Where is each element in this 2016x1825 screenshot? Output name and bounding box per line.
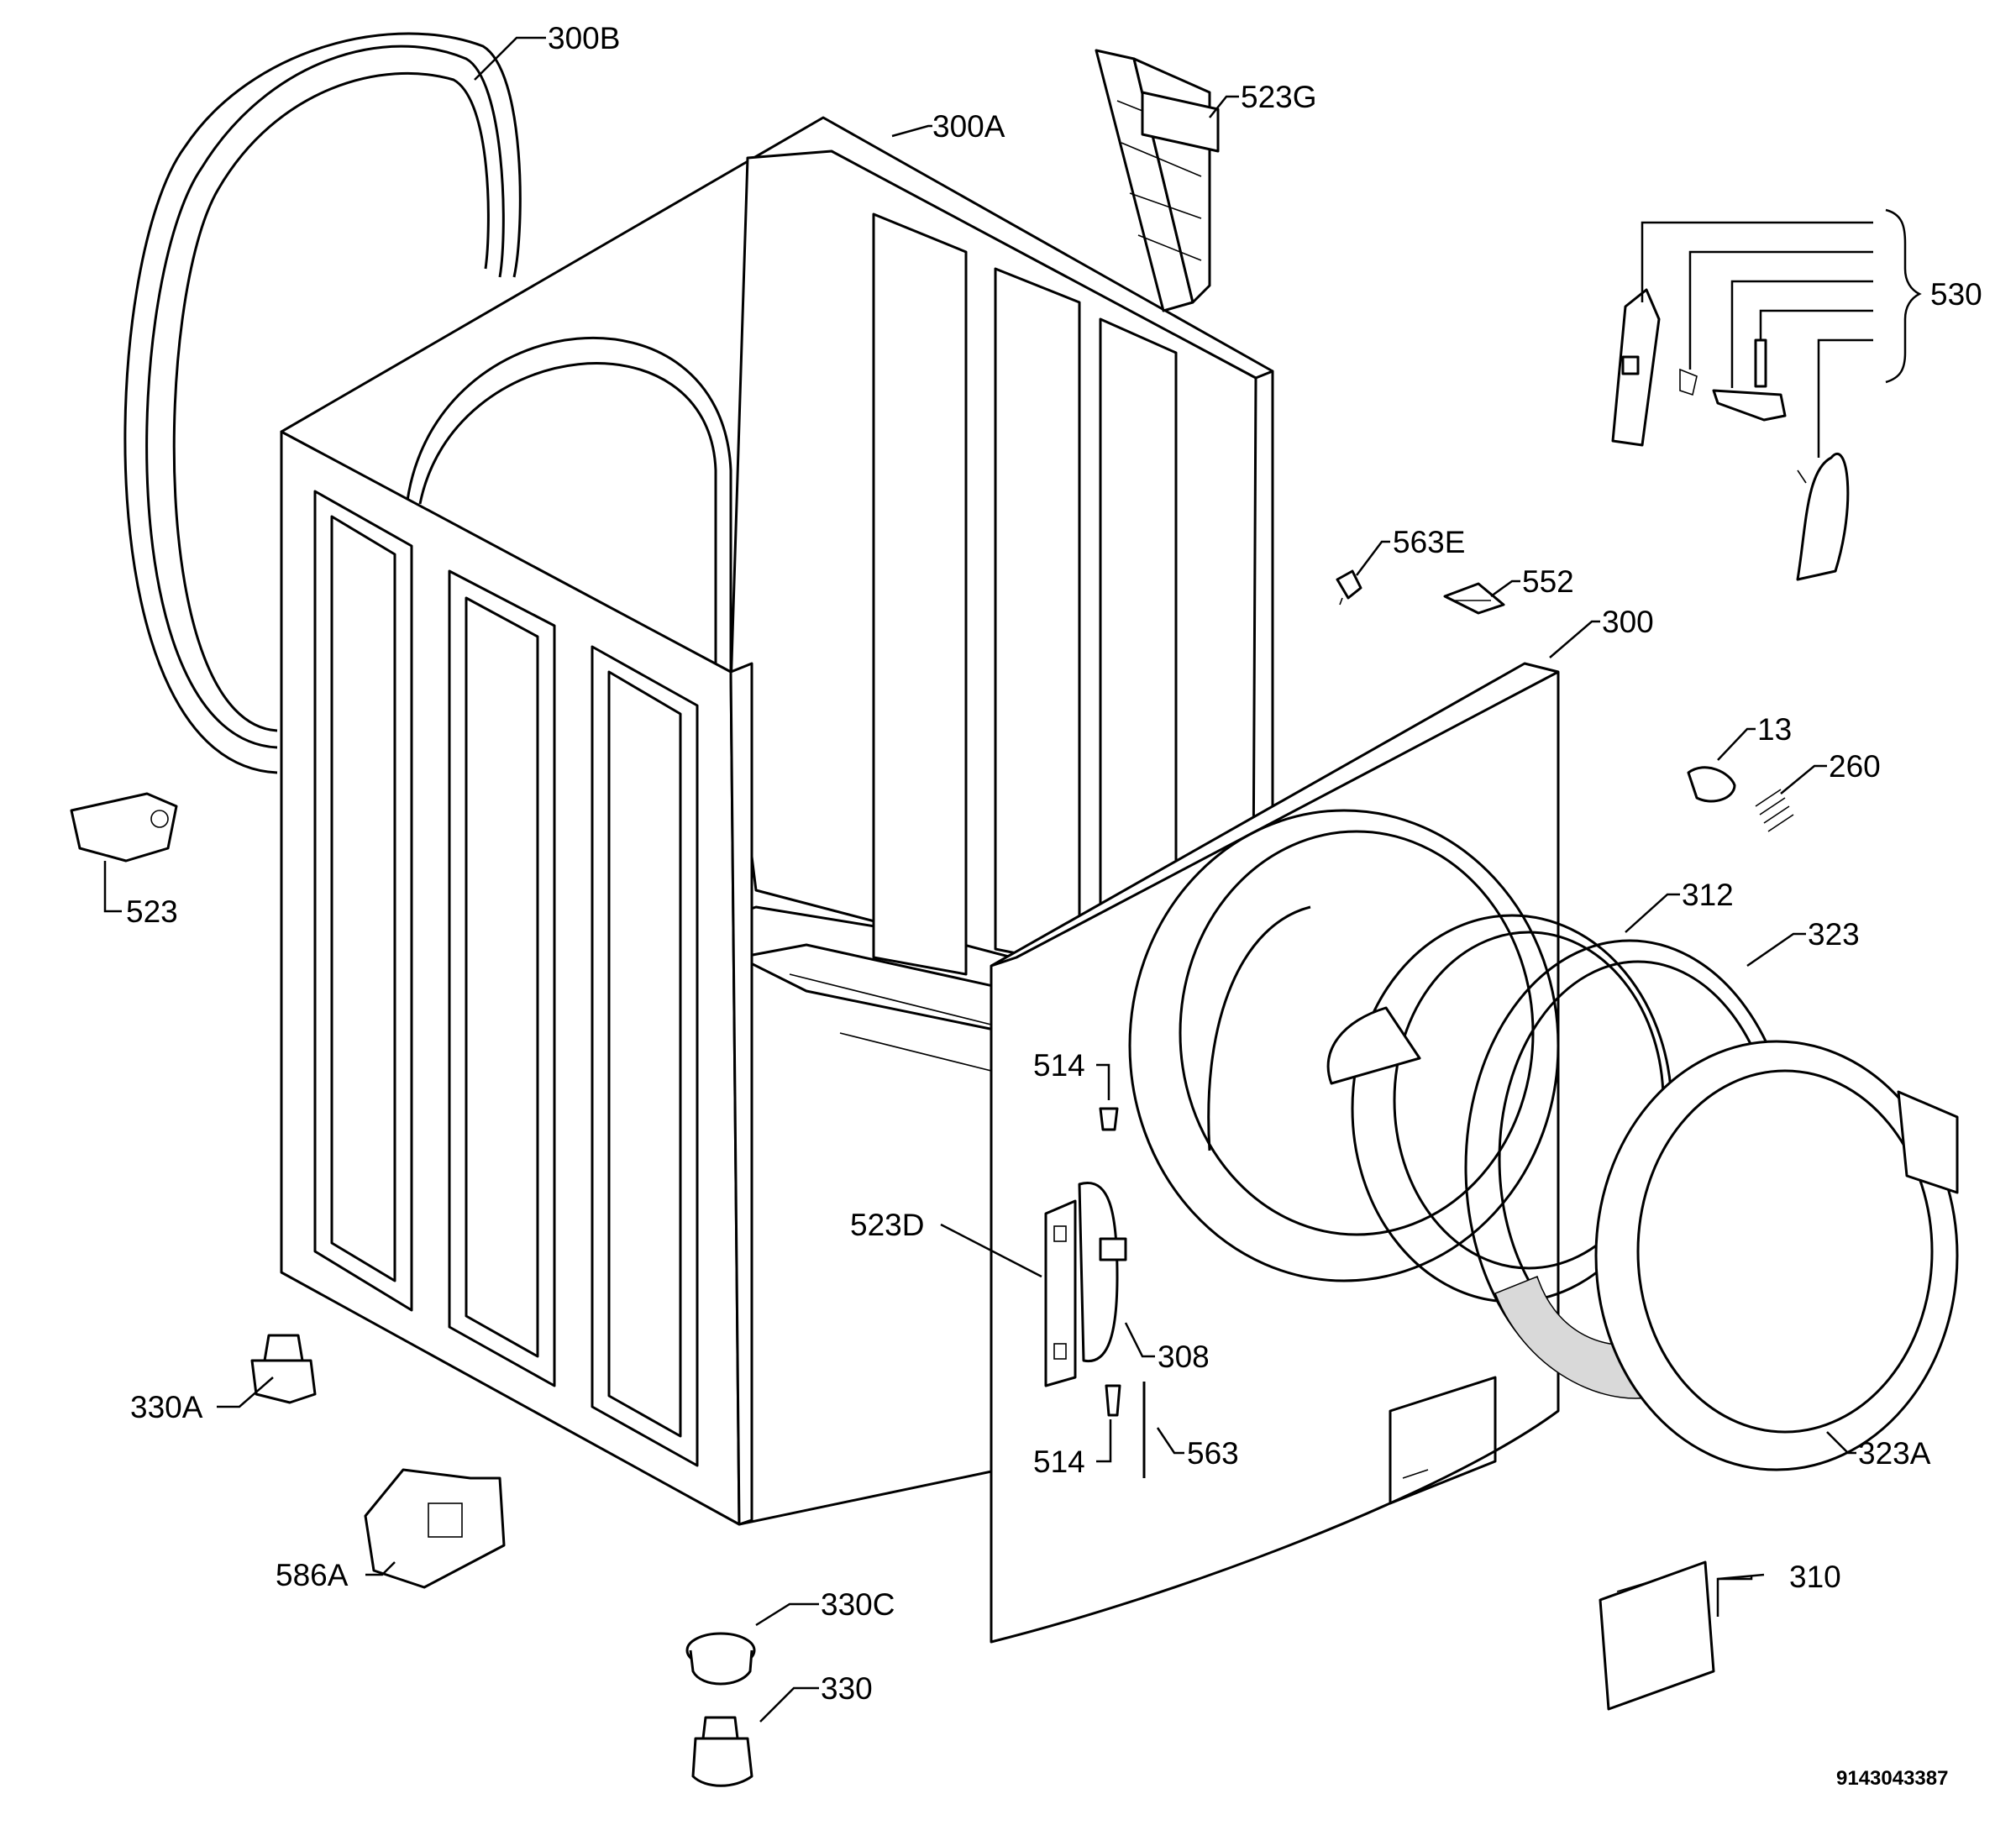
- label-308: 308: [1158, 1340, 1210, 1374]
- bracket-523: [70, 792, 178, 863]
- label-330A: 330A: [130, 1390, 203, 1424]
- label-586A: 586A: [276, 1558, 349, 1592]
- label-330: 330: [821, 1671, 873, 1706]
- door-outer-ring-323A: [1594, 1040, 1959, 1471]
- label-523D: 523D: [850, 1208, 924, 1242]
- label-330C: 330C: [821, 1587, 895, 1622]
- foot-330: [691, 1716, 753, 1787]
- label-530: 530: [1930, 277, 1982, 312]
- label-523: 523: [126, 894, 178, 929]
- clip-552: [1443, 582, 1505, 615]
- pin-514-lower: [1105, 1384, 1121, 1417]
- document-number: 9143043387: [1836, 1767, 1948, 1790]
- sensor-563E: [1336, 569, 1362, 606]
- pin-514-upper: [1099, 1107, 1119, 1131]
- label-323A: 323A: [1858, 1436, 1931, 1471]
- label-300B: 300B: [548, 21, 620, 55]
- leader-lines: [103, 36, 1922, 1723]
- label-514-upper: 514: [1033, 1048, 1085, 1083]
- label-300: 300: [1602, 605, 1654, 639]
- cap-13: [1687, 766, 1736, 803]
- door-seal-300B: [123, 32, 522, 774]
- label-552: 552: [1522, 564, 1574, 599]
- label-300A: 300A: [932, 109, 1005, 144]
- rail-523G: [1095, 49, 1220, 312]
- label-563: 563: [1187, 1436, 1239, 1471]
- part-labels: 300B 300A 523G 530 563E 552 300 13 260 5…: [126, 21, 1982, 1790]
- label-563E: 563E: [1393, 525, 1465, 559]
- label-13: 13: [1757, 712, 1792, 747]
- cabinet-300A: [280, 116, 1274, 1526]
- cover-310: [1599, 1560, 1715, 1711]
- label-260: 260: [1829, 749, 1881, 784]
- connector-330A: [250, 1334, 317, 1404]
- label-514-lower: 514: [1033, 1445, 1085, 1479]
- foot-330C: [685, 1632, 756, 1686]
- label-310: 310: [1789, 1560, 1841, 1594]
- hinge-523D: [1044, 1199, 1077, 1387]
- label-523G: 523G: [1241, 80, 1317, 114]
- label-323: 323: [1808, 917, 1860, 952]
- handle-assembly-530: [1611, 288, 1850, 581]
- label-312: 312: [1682, 878, 1734, 912]
- hinge-308: [1078, 1182, 1127, 1363]
- front-panel-300: [990, 662, 1560, 1644]
- spring-260: [1755, 789, 1794, 832]
